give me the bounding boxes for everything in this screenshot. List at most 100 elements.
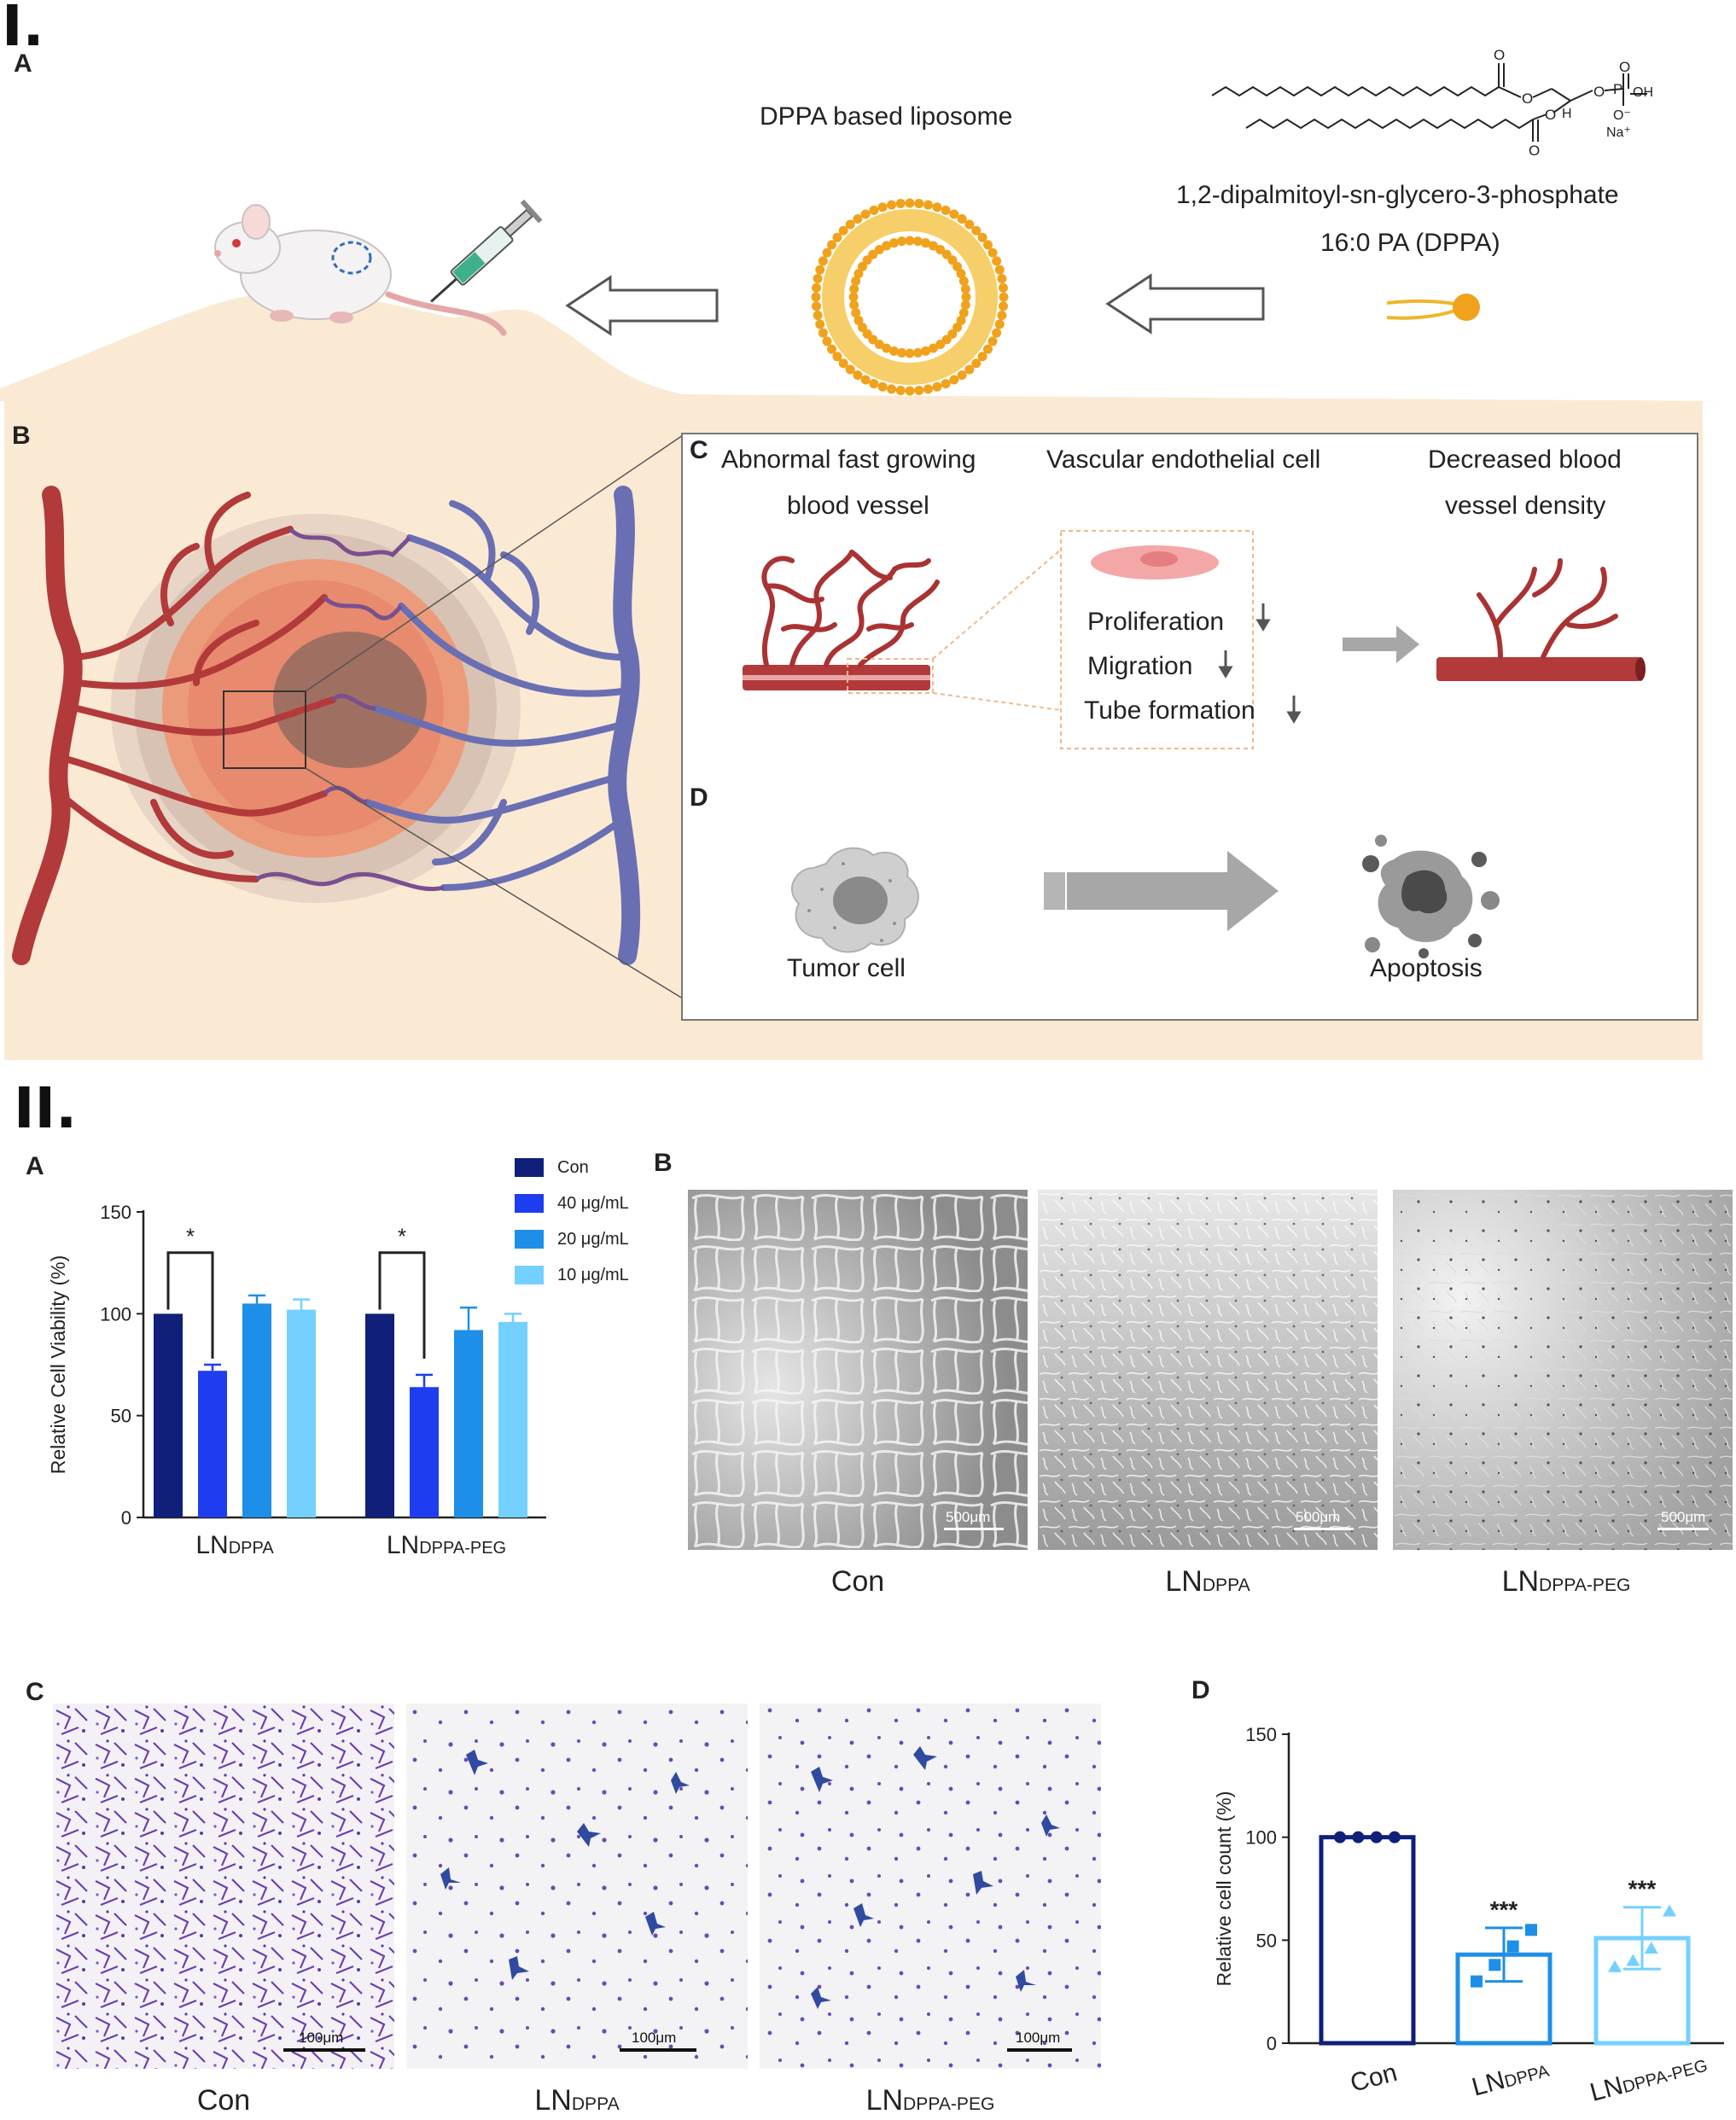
iia-x-tick-label: LNDPPA	[195, 1531, 274, 1559]
ic-right-title-2: vessel density	[1445, 492, 1606, 520]
iid-y-axis-label: Relative cell count (%)	[1213, 1791, 1235, 1987]
tumor-vasculature-illustration	[12, 434, 684, 999]
iib-scale-con: 500μm	[946, 1509, 991, 1525]
lipid-head	[941, 335, 952, 345]
lipid-head	[982, 240, 993, 250]
lipid-head	[869, 205, 879, 215]
lipid-head	[849, 284, 859, 294]
lipid-head	[952, 323, 963, 333]
lipid-head	[882, 241, 892, 251]
iib-caption-lndppa-peg: LNDPPA-PEG	[1468, 1565, 1664, 1599]
iic-image-lndppa: 100μm	[406, 1704, 748, 2069]
lipid-head	[905, 348, 915, 358]
lipid-head	[961, 292, 971, 302]
lipid-head	[853, 370, 863, 380]
iib-scale-lndppa: 500μm	[1296, 1509, 1341, 1525]
iib-caption-lndppa-main: LN	[1165, 1565, 1203, 1598]
lipid-head	[958, 308, 969, 318]
lipid-head	[874, 244, 884, 254]
lipid-head	[851, 276, 861, 286]
iid-x-tick-label: Con	[1348, 2059, 1401, 2098]
iib-image-con: 500μm	[688, 1190, 1028, 1550]
iic-scale-con: 100μm	[299, 2030, 344, 2046]
section-i-label: I.	[2, 0, 44, 59]
lipid-head	[999, 292, 1009, 302]
chem-na: Na⁺	[1606, 125, 1631, 140]
legend-swatch-10	[515, 1266, 544, 1284]
lipid-head	[815, 265, 825, 275]
iid-data-point	[1389, 1831, 1401, 1843]
iid-data-point	[1626, 1954, 1640, 1966]
iid-y-tick-label: 150	[1245, 1724, 1277, 1745]
lipid-head	[935, 340, 946, 350]
lipid-head	[923, 200, 933, 210]
lipid-head	[827, 344, 837, 354]
legend-item-20: 20 μg/mL	[515, 1226, 629, 1253]
lipid-head	[838, 225, 848, 236]
iia-bar	[154, 1313, 183, 1517]
iid-data-point	[1663, 1904, 1676, 1917]
lipid-head	[994, 319, 1005, 329]
lipid-head	[813, 310, 823, 320]
lipid-head	[932, 202, 942, 213]
lipid-head	[822, 248, 832, 258]
iic-caption-lndppa-main: LN	[534, 2084, 572, 2117]
legend-swatch-con	[515, 1158, 544, 1177]
syringe-icon	[430, 199, 543, 303]
lipid-head	[862, 255, 872, 265]
panel-ib-letter: B	[12, 422, 31, 450]
lipid-head	[971, 358, 982, 369]
chem-name: 1,2-dipalmitoyl-sn-glycero-3-phosphate	[1176, 181, 1619, 209]
lipid-head	[958, 276, 969, 286]
lipid-head	[838, 358, 848, 369]
panel-iia-letter: A	[26, 1152, 44, 1180]
iia-y-tick-label: 50	[111, 1406, 131, 1427]
panel-ia-illustration: O O O O P O O	[0, 47, 1736, 401]
liposome-title: DPPA based liposome	[760, 102, 1013, 131]
lipid-head	[895, 385, 906, 395]
lipid-head	[992, 256, 1002, 266]
svg-text:O: O	[1494, 47, 1505, 63]
lipid-head	[811, 292, 821, 302]
lipid-head	[877, 381, 888, 392]
iic-caption-lndppa-peg-main: LN	[865, 2084, 904, 2117]
lipid-head	[845, 364, 855, 375]
lipid-head	[921, 346, 931, 356]
lipid-head	[887, 200, 897, 210]
down-arrow-icons	[1218, 603, 1302, 724]
lipid-head	[914, 385, 924, 395]
lipid-head	[912, 347, 923, 358]
lipid-head	[888, 238, 899, 248]
lipid-head	[964, 219, 975, 230]
legend-item-con: Con	[515, 1154, 589, 1181]
iic-caption-lndppa-sub: DPPA	[571, 2094, 620, 2114]
lipid-head	[977, 352, 987, 362]
lipid-head	[960, 300, 970, 310]
liposome-icon	[811, 198, 1009, 396]
lipid-head	[947, 255, 958, 265]
ic-effect-migration: Migration	[1087, 652, 1193, 680]
lipid-head	[877, 202, 888, 213]
iid-data-point	[1506, 1940, 1519, 1953]
lipid-head	[888, 346, 899, 356]
lipid-head	[960, 284, 970, 294]
iic-image-con: 100μm	[53, 1704, 394, 2069]
lipid-head	[887, 384, 897, 394]
lipid-head	[998, 282, 1008, 293]
lipid-head	[860, 375, 871, 385]
lipid-head	[921, 238, 931, 248]
lipid-head	[868, 249, 878, 259]
panel-id-letter: D	[690, 783, 708, 812]
lipid-head	[928, 343, 938, 353]
lipid-head	[874, 340, 884, 350]
legend-item-10: 10 μg/mL	[515, 1261, 629, 1289]
iia-bar	[454, 1330, 483, 1517]
iid-y-tick-label: 100	[1245, 1827, 1277, 1849]
lipid-head	[997, 310, 1007, 320]
iib-caption-lndppa-sub: DPPA	[1202, 1575, 1250, 1595]
lipid-head	[882, 343, 892, 353]
svg-text:O: O	[1522, 90, 1533, 107]
chem-h: H	[1562, 107, 1572, 121]
